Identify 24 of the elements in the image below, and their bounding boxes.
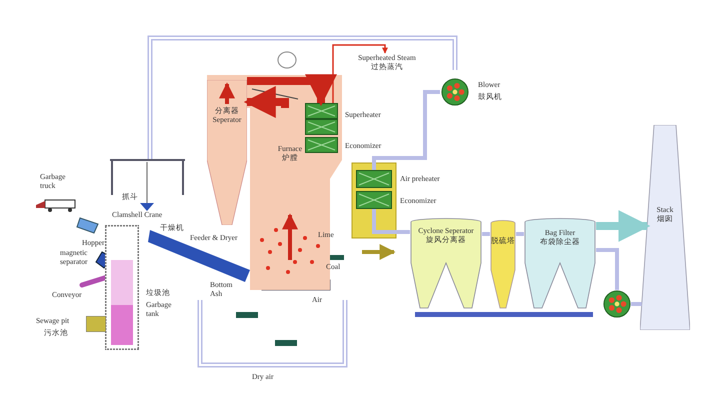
heat-exchanger-coil [356, 191, 392, 209]
fan [440, 78, 470, 106]
pipe [631, 302, 642, 306]
flue-gas-arrow [244, 86, 289, 118]
feeder-chute [148, 230, 250, 282]
chimney-stack [640, 125, 690, 330]
pipe [372, 209, 410, 234]
heat-exchanger-coil [356, 170, 392, 188]
steam-line [332, 44, 388, 103]
garbage-tank [105, 225, 139, 350]
fan [603, 290, 631, 318]
pipe [516, 232, 524, 236]
filter-vessel [410, 218, 482, 310]
heat-exchanger-coil [305, 103, 338, 135]
pipe [482, 232, 490, 236]
separator-vessel [207, 80, 247, 225]
filter-vessel [524, 218, 596, 310]
pipe [596, 248, 619, 290]
scrubber-tower [490, 220, 516, 310]
sewage-pit [86, 316, 106, 332]
flue-gas-arrow [596, 210, 650, 242]
flue-gas-arrow [247, 74, 337, 106]
heat-exchanger-coil [305, 137, 338, 153]
pipe [372, 90, 440, 170]
